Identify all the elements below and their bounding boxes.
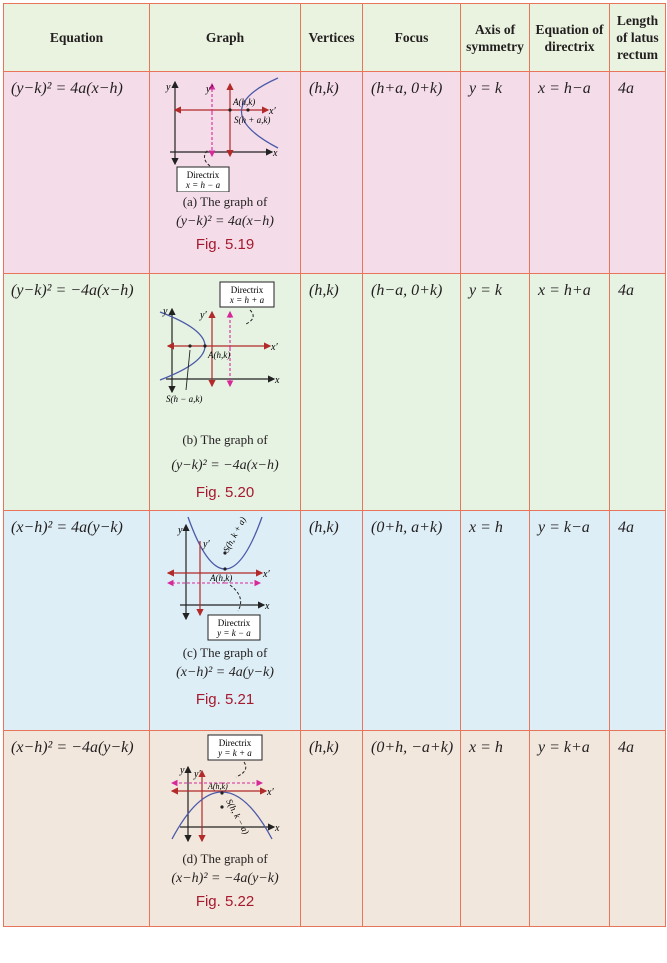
y-label: y: [177, 525, 183, 536]
directrix-title: Directrix: [187, 170, 220, 180]
directrix-title: Directrix: [231, 285, 264, 295]
focus-point: [223, 551, 227, 555]
x-label: x: [274, 375, 280, 386]
vertex-cell: (h,k): [309, 282, 339, 299]
focus-label: S(h, k + a): [221, 515, 248, 554]
parabola-graph-a: y y′ x x′ A(h,k) S(h + a,k) Directrix x …: [165, 77, 279, 192]
y-label: y: [179, 765, 185, 776]
table-row: (x−h)² = −4a(y−k) Directrix y = k + a: [3, 730, 666, 927]
latus-cell: 4a: [618, 739, 634, 756]
x-label: x: [264, 601, 270, 612]
x-prime-label: x′: [262, 569, 270, 580]
latus-cell: 4a: [618, 80, 634, 97]
graph-caption-equation: (y−k)² = −4a(x−h): [171, 458, 279, 473]
x-prime-label: x′: [268, 106, 276, 117]
graph-caption: (a) The graph of: [182, 194, 268, 209]
focus-point: [220, 805, 224, 809]
focus-label: S(h + a,k): [234, 115, 270, 125]
vertex-cell: (h,k): [309, 739, 339, 756]
table-row: (y−k)² = −4a(x−h) Directrix x = h + a: [3, 273, 666, 511]
directrix-cell: x = h−a: [538, 80, 591, 97]
latus-cell: 4a: [618, 282, 634, 299]
directrix-cell: y = k+a: [538, 739, 590, 756]
header-latus: Length of latus rectum: [609, 3, 666, 72]
axis-cell: y = k: [469, 80, 502, 97]
focus-cell: (h+a, 0+k): [371, 80, 443, 97]
y-prime-label: y′: [202, 539, 210, 550]
equation-cell: (y−k)² = −4a(x−h): [11, 282, 134, 299]
vertex-point: [203, 344, 207, 348]
axis-cell: x = h: [469, 739, 503, 756]
header-vertices: Vertices: [300, 3, 363, 72]
y-prime-label: y′: [193, 769, 201, 780]
directrix-box: [219, 281, 275, 308]
focus-cell: (0+h, −a+k): [371, 739, 454, 756]
equation-cell: (x−h)² = 4a(y−k): [11, 519, 123, 536]
latus-cell: 4a: [618, 519, 634, 536]
y-prime-label: y′: [205, 84, 213, 95]
vertex-label: A(h,k): [232, 97, 255, 107]
figure-label: Fig. 5.19: [195, 236, 255, 253]
graph-caption: (b) The graph of: [182, 432, 268, 447]
vertex-label: A(h,k): [207, 782, 228, 791]
directrix-title: Directrix: [218, 618, 251, 628]
focus-point: [246, 108, 250, 112]
figure-label: Fig. 5.20: [195, 484, 255, 501]
y-label: y: [165, 82, 171, 93]
y-prime-label: y′: [199, 310, 207, 321]
vertex-label: A(h,k): [209, 573, 232, 583]
directrix-eq: y = k + a: [217, 748, 252, 758]
directrix-title: Directrix: [219, 738, 252, 748]
directrix-eq: x = h − a: [185, 180, 221, 190]
parabola-graph-d: Directrix y = k + a y y′ x x′ A(h,k: [170, 734, 280, 843]
focus-point: [188, 344, 192, 348]
directrix-box: [176, 166, 230, 192]
equation-cell: (x−h)² = −4a(y−k): [11, 739, 134, 756]
parabola-curve: [240, 77, 279, 149]
figure-label: Fig. 5.21: [195, 691, 255, 708]
focus-cell: (h−a, 0+k): [371, 282, 443, 299]
equation-cell: (y−k)² = 4a(x−h): [11, 80, 123, 97]
header-equation: Equation: [3, 3, 150, 72]
parabola-table: Equation Graph Vertices Focus Axis of sy…: [3, 3, 666, 927]
parabola-graph-c: y y′ x x′ A(h,k) S(h, k + a) Directrix y…: [166, 515, 270, 641]
graph-caption-equation: (y−k)² = 4a(x−h): [176, 214, 274, 229]
parabola-graph-b: Directrix x = h + a y y′ x x′: [159, 281, 280, 404]
vertex-label: A(h,k): [207, 350, 230, 360]
directrix-box: [207, 614, 261, 641]
directrix-eq: x = h + a: [229, 295, 265, 305]
table-row: (y−k)² = 4a(x−h): [3, 71, 666, 274]
x-prime-label: x′: [270, 342, 278, 353]
axis-cell: y = k: [469, 282, 502, 299]
directrix-box: [207, 734, 263, 761]
directrix-eq: y = k − a: [216, 628, 251, 638]
vertex-point: [220, 791, 224, 795]
figure-label: Fig. 5.22: [195, 893, 255, 910]
vertex-cell: (h,k): [309, 80, 339, 97]
axis-cell: x = h: [469, 519, 503, 536]
parabola-curve: [171, 791, 273, 840]
header-axis: Axis of symmetry: [460, 3, 530, 72]
graph-caption: (d) The graph of: [182, 851, 268, 866]
graph-caption-equation: (x−h)² = −4a(y−k): [171, 871, 279, 886]
x-label: x: [274, 823, 280, 834]
vertex-cell: (h,k): [309, 519, 339, 536]
directrix-cell: x = h+a: [538, 282, 591, 299]
y-label: y: [162, 306, 168, 317]
focus-label: S(h − a,k): [166, 394, 202, 404]
x-label: x: [272, 148, 278, 159]
table-row: (x−h)² = 4a(y−k) y: [3, 510, 666, 731]
directrix-cell: y = k−a: [538, 519, 590, 536]
header-focus: Focus: [362, 3, 461, 72]
vertex-point: [228, 108, 232, 112]
graph-caption: (c) The graph of: [182, 645, 268, 660]
x-prime-label: x′: [266, 787, 274, 798]
header-graph: Graph: [149, 3, 301, 72]
graph-caption-equation: (x−h)² = 4a(y−k): [176, 665, 274, 680]
header-directrix: Equation of directrix: [529, 3, 610, 72]
focus-cell: (0+h, a+k): [371, 519, 443, 536]
vertex-point: [223, 567, 227, 571]
